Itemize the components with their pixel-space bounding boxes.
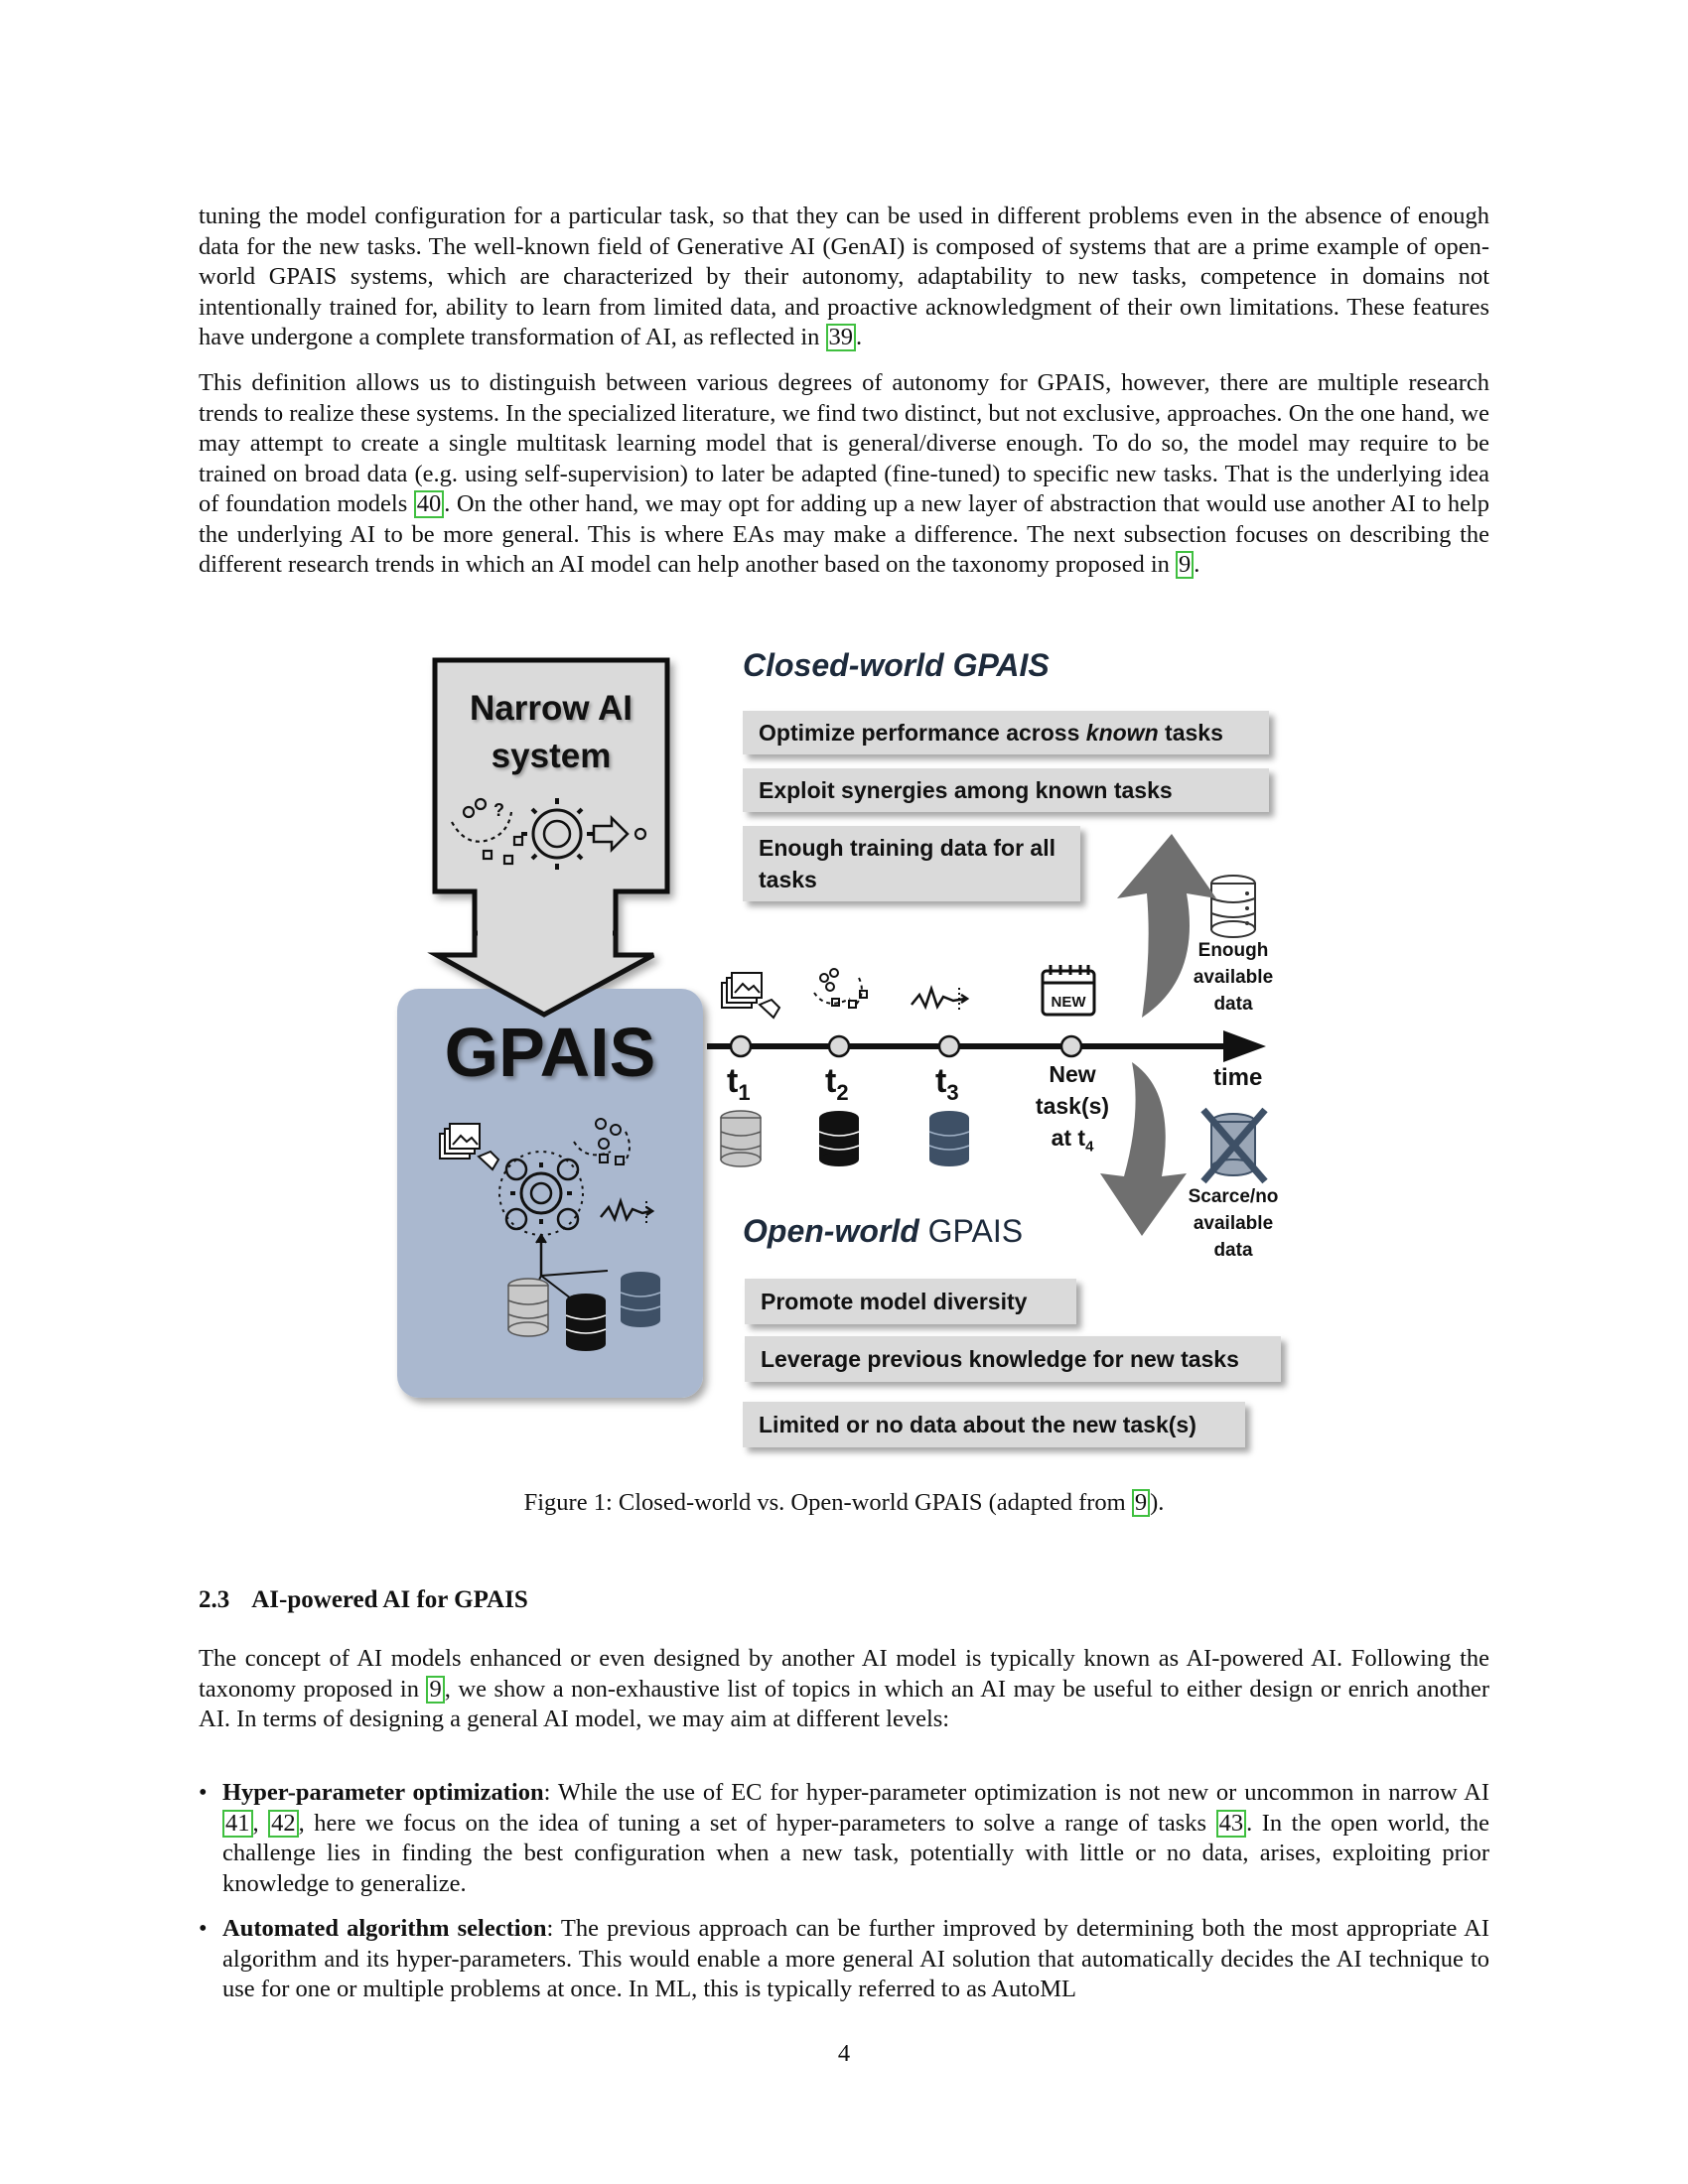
bullet-marker: •: [199, 1915, 208, 1942]
paragraph-text: .: [856, 324, 863, 350]
scarce-data-label: Scarce/no available data: [1172, 1183, 1295, 1264]
timeline-label-text: t: [935, 1062, 947, 1100]
list-item: • Hyper-parameter optimization: While th…: [199, 1778, 1489, 1899]
database-icon-black: [818, 1111, 860, 1166]
timeline-icons: [721, 965, 1096, 1020]
enough-data-line: data: [1213, 994, 1253, 1015]
list-item-text: ,: [252, 1809, 269, 1837]
paragraph-text: , we show a non-exhaustive list of topic…: [199, 1675, 1489, 1733]
gpais-databases: [507, 1272, 661, 1351]
pill-text: Optimize performance across: [759, 719, 1086, 746]
open-world-title-emphasis: Open-world: [743, 1213, 919, 1249]
list-item-text: : The previous approach can be further i…: [222, 1915, 1489, 2002]
closed-item-known-tasks: Optimize performance across known tasks: [743, 711, 1269, 754]
timeline-label-time: time: [1213, 1064, 1263, 1091]
timeline-label-t1: t1: [727, 1062, 751, 1106]
figure-graphics: ?: [397, 657, 1268, 1398]
scarce-data-line: data: [1213, 1240, 1253, 1261]
list-item-text: , here we focus on the idea of tuning a …: [298, 1809, 1216, 1837]
citation-link[interactable]: 40: [413, 490, 445, 518]
curved-arrow-down: [1100, 1062, 1187, 1236]
no-data-icon: [1200, 1107, 1268, 1184]
timeline-label-line: at t4: [1017, 1122, 1128, 1163]
closed-world-title: Closed-world GPAIS: [743, 647, 1050, 683]
paragraph-intro: tuning the model configuration for a par…: [199, 202, 1489, 353]
timeline-label-sub: 1: [738, 1079, 751, 1105]
section-heading: 2.3 AI-powered AI for GPAIS: [199, 1586, 528, 1614]
database-icon-outline: [1210, 875, 1256, 938]
timeline-label-text: t: [825, 1062, 837, 1100]
curved-arrow-up: [1117, 834, 1216, 1018]
timeline-label-t3: t3: [935, 1062, 959, 1106]
timeline-label-t2: t2: [825, 1062, 849, 1106]
timeline-label-new-task: New task(s) at t4: [1017, 1058, 1128, 1163]
new-badge-text: NEW: [1052, 994, 1087, 1011]
list-item-body: Automated algorithm selection: The previ…: [222, 1914, 1489, 2005]
database-icon-slate: [928, 1111, 970, 1166]
timeline-label-line: New: [1049, 1061, 1096, 1087]
timeline-label-text: t: [727, 1062, 739, 1100]
paragraph-text: . On the other hand, we may opt for addi…: [199, 490, 1490, 578]
section-number: 2.3: [199, 1586, 230, 1613]
timeline-label-sub: 4: [1085, 1138, 1094, 1156]
list-item-term: Hyper-parameter optimization: [222, 1779, 544, 1806]
section-title: AI-powered AI for GPAIS: [251, 1586, 528, 1613]
pill-text: Limited or no data about the new task(s): [759, 1411, 1196, 1437]
gpais-panel-icons: [439, 1118, 655, 1309]
citation-link[interactable]: 9: [426, 1675, 445, 1704]
gpais-label: GPAIS: [444, 1014, 656, 1091]
citation-link[interactable]: 9: [1176, 551, 1195, 579]
pill-text: Promote model diversity: [761, 1288, 1028, 1314]
open-world-title: Open-world GPAIS: [743, 1213, 1023, 1250]
closed-item-synergies: Exploit synergies among known tasks: [743, 768, 1269, 812]
paragraph-ai-powered: The concept of AI models enhanced or eve…: [199, 1644, 1489, 1735]
citation-link[interactable]: 41: [222, 1809, 253, 1838]
paragraph-text: tuning the model configuration for a par…: [199, 203, 1489, 350]
list-item-body: Hyper-parameter optimization: While the …: [222, 1778, 1489, 1899]
open-world-title-rest: GPAIS: [918, 1213, 1024, 1249]
scarce-data-line: Scarce/no: [1188, 1186, 1279, 1207]
citation-link[interactable]: 9: [1131, 1489, 1151, 1517]
caption-text: Figure 1: Closed-world vs. Open-world GP…: [523, 1489, 1132, 1516]
enough-data-label: Enough available data: [1174, 937, 1293, 1018]
paragraph-text: The concept of AI models enhanced or eve…: [199, 1645, 1489, 1703]
scarce-data-line: available: [1193, 1213, 1274, 1234]
timeline-label-sub: 2: [836, 1079, 849, 1105]
open-item-diversity: Promote model diversity: [745, 1279, 1076, 1324]
list-item-term: Automated algorithm selection: [222, 1915, 547, 1942]
citation-link[interactable]: 42: [268, 1809, 299, 1838]
caption-text: ).: [1150, 1489, 1165, 1516]
paragraph-text: .: [1194, 551, 1200, 578]
pill-text: Exploit synergies among known tasks: [759, 776, 1173, 803]
closed-item-training-data: Enough training data for all tasks: [743, 826, 1080, 901]
timeline-label-text: at t: [1051, 1125, 1086, 1151]
pill-text: Enough training data for all tasks: [759, 835, 1055, 892]
timeline-axis: [707, 1030, 1266, 1062]
narrow-ai-title: Narrow AI system: [437, 685, 665, 780]
timeline-label-sub: 3: [946, 1079, 959, 1105]
page-number: 4: [837, 2040, 851, 2067]
pill-text: Leverage previous knowledge for new task…: [761, 1345, 1239, 1372]
figure-caption: Figure 1: Closed-world vs. Open-world GP…: [199, 1489, 1489, 1517]
enough-data-line: Enough: [1197, 940, 1269, 961]
list-item-text: : While the use of EC for hyper-paramete…: [543, 1779, 1490, 1806]
paragraph-text: This definition allows us to distinguish…: [199, 369, 1489, 517]
list-item: • Automated algorithm selection: The pre…: [199, 1914, 1489, 2005]
narrow-ai-title-line: system: [491, 737, 612, 775]
bullet-marker: •: [199, 1779, 208, 1806]
pill-text: tasks: [1158, 719, 1223, 746]
citation-link[interactable]: 39: [825, 324, 857, 351]
narrow-ai-icons: ?: [451, 797, 647, 870]
timeline-label-line: task(s): [1035, 1093, 1110, 1119]
narrow-ai-title-line: Narrow AI: [469, 689, 633, 728]
open-item-previous-knowledge: Leverage previous knowledge for new task…: [745, 1336, 1281, 1382]
list-item-text: . In the open world, the challenge lies …: [222, 1809, 1489, 1897]
open-item-limited-data: Limited or no data about the new task(s): [743, 1402, 1245, 1447]
paragraph-approaches: This definition allows us to distinguish…: [199, 368, 1489, 581]
database-icon-gray: [720, 1110, 762, 1167]
enough-data-line: available: [1193, 967, 1274, 988]
pill-text-emphasis: known: [1085, 719, 1159, 746]
svg-text:?: ?: [493, 800, 504, 820]
citation-link[interactable]: 43: [1215, 1809, 1247, 1838]
